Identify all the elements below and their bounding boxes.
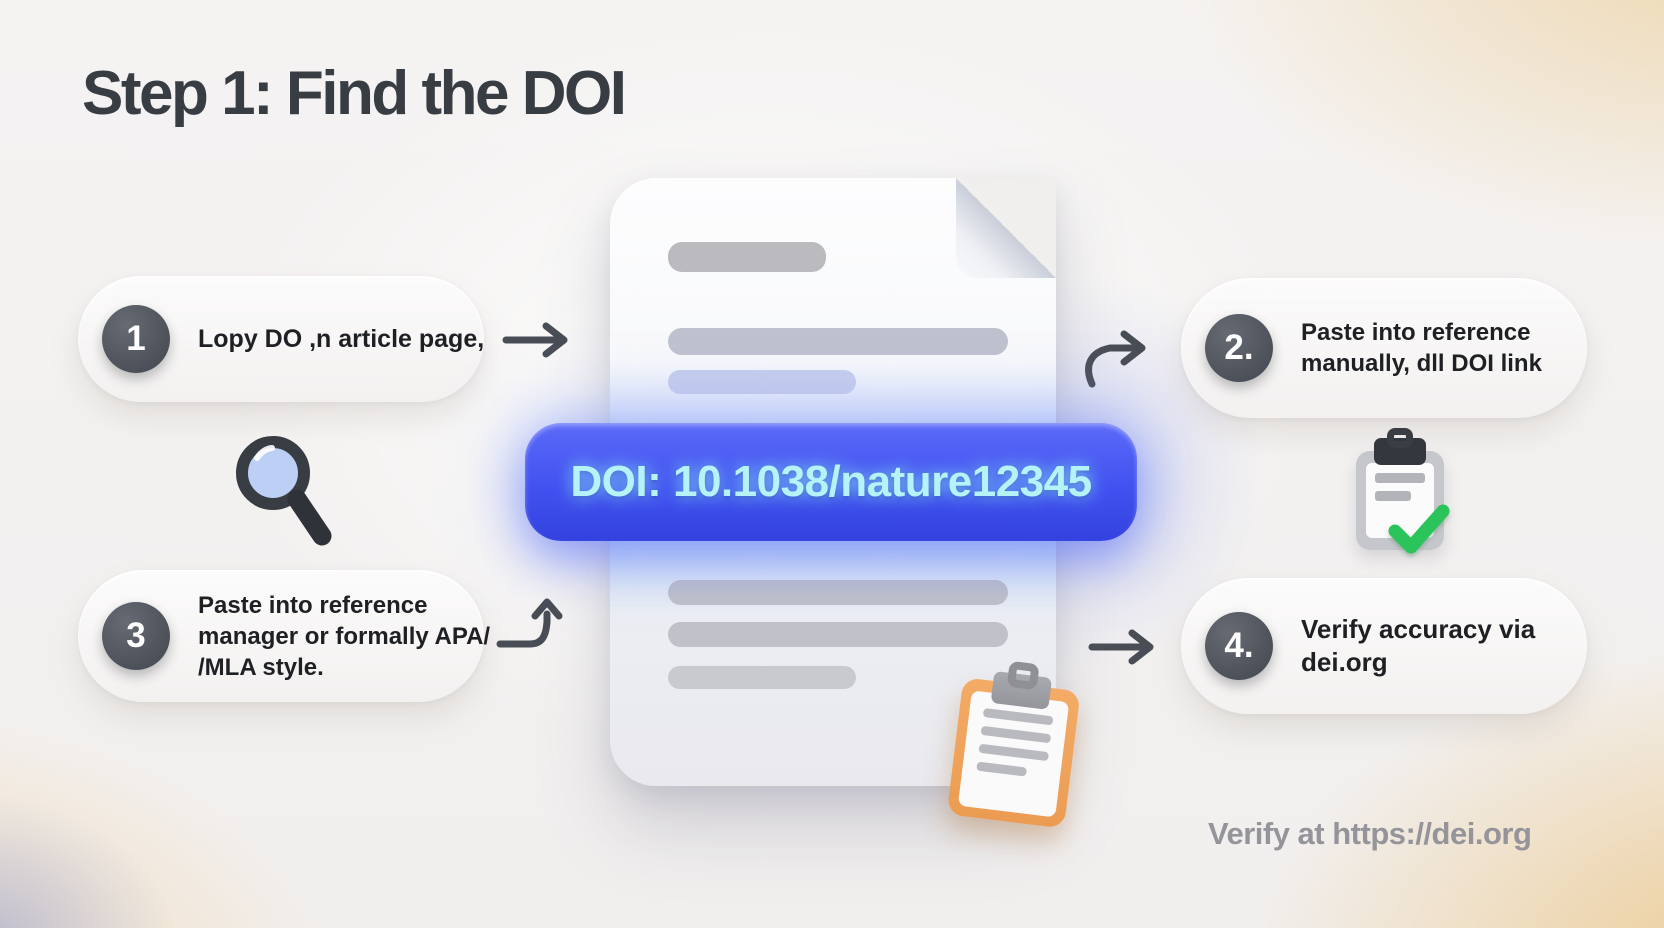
doc-text-line: [668, 580, 1008, 605]
step-2-card: 2. Paste into reference manually, dll DO…: [1181, 278, 1587, 418]
clipboard-text-line: [976, 761, 1027, 777]
step-3-text: Paste into reference manager or formally…: [198, 590, 490, 683]
doi-badge-text: DOI: 10.1038/nature12345: [570, 457, 1092, 506]
step-4-number-badge: 4.: [1205, 612, 1273, 680]
doc-text-line: [668, 622, 1008, 647]
step-1-card: 1 Lopy DO ,n article page,: [78, 276, 484, 402]
step-2-text: Paste into reference manually, dll DOI l…: [1301, 317, 1542, 379]
step-4-text: Verify accuracy via dei.org: [1301, 613, 1535, 679]
clipboard-text-line: [980, 725, 1052, 744]
step-4-card: 4. Verify accuracy via dei.org: [1181, 578, 1587, 714]
clipboard-text-line: [1375, 473, 1425, 483]
doc-text-line: [668, 666, 856, 689]
arrow-right-icon: [500, 318, 584, 367]
clipboard-text-line: [978, 743, 1050, 762]
step-3-number-badge: 3: [102, 602, 170, 670]
step-1-text: Lopy DO ,n article page,: [198, 325, 484, 354]
footer-note: Verify at https://dei.org: [1208, 816, 1532, 851]
step-3-line: manager or formally APA/: [198, 622, 491, 650]
clipboard-check-icon: [1356, 428, 1450, 554]
step-4-line: dei.org: [1301, 647, 1388, 677]
doc-text-line: [668, 328, 1008, 355]
step-2-line: Paste into reference: [1301, 319, 1531, 346]
step-1-number-badge: 1: [102, 305, 170, 373]
clipboard-paper: [957, 690, 1070, 818]
step-3-line: Paste into reference: [198, 591, 428, 619]
doc-text-line: [668, 242, 826, 272]
step-3-card: 3 Paste into reference manager or formal…: [78, 570, 490, 702]
search-icon: [228, 426, 340, 554]
step-3-line: /MLA style.: [198, 653, 324, 681]
arrow-curve-right-icon: [1080, 322, 1170, 395]
clipboard-icon: [946, 655, 1084, 829]
clipboard-clip-ring: [1006, 660, 1040, 691]
clipboard-body: [1356, 451, 1450, 554]
check-icon: [1388, 504, 1450, 554]
step-2-number-badge: 2.: [1205, 314, 1273, 382]
page-title: Step 1: Find the DOI: [82, 59, 627, 128]
clipboard-text-line: [982, 707, 1054, 726]
step-4-line: Verify accuracy via: [1301, 614, 1536, 644]
doi-badge: DOI: 10.1038/nature12345: [525, 423, 1137, 541]
doc-text-line: [668, 370, 856, 394]
arrow-curve-up-icon: [494, 592, 576, 655]
step-2-line: manually, dll DOI link: [1301, 350, 1542, 377]
arrow-right-icon: [1086, 625, 1170, 674]
page-fold-corner: [956, 178, 1056, 278]
clipboard-clip-ring: [1387, 428, 1413, 448]
clipboard-text-line: [1375, 491, 1411, 501]
step-1-line: Lopy DO ,n article page,: [198, 324, 485, 353]
